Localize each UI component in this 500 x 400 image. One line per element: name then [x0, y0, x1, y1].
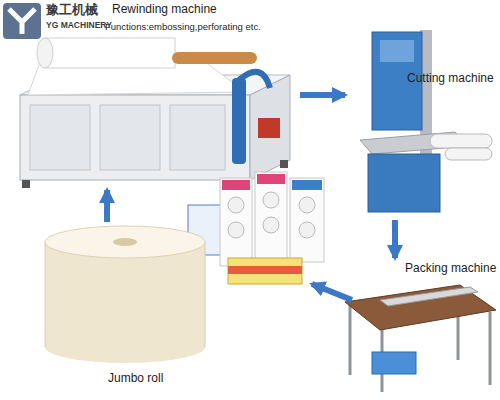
flow-arrow	[300, 92, 345, 98]
roll-end	[263, 192, 279, 208]
machine-panel	[100, 105, 160, 170]
machine-node: Cutting machine	[345, 20, 495, 220]
sealing-bar	[380, 287, 478, 306]
motor	[258, 118, 280, 138]
machine-panel	[170, 105, 225, 170]
foot-pedal-box	[372, 352, 416, 374]
pack-band	[292, 180, 322, 190]
logo-square	[3, 3, 41, 39]
machine-body	[20, 95, 250, 180]
roll-end	[228, 222, 244, 238]
machine-side	[250, 75, 290, 180]
table-top	[345, 285, 496, 330]
node-title: Packing machine	[405, 262, 500, 276]
machine-leg	[22, 180, 30, 188]
pack-band	[228, 266, 302, 274]
machine-leg	[280, 160, 288, 168]
roll-end	[228, 197, 244, 213]
logo-text: 豫工机械	[46, 3, 116, 17]
flow-arrow	[392, 220, 398, 258]
logo-text: YG MACHINERY	[46, 21, 116, 30]
brown-roller	[172, 52, 257, 64]
machine-node: Packing machine	[340, 258, 500, 398]
cutting-machine-illustration	[360, 30, 492, 212]
table-leg	[349, 305, 352, 375]
logo-mark	[9, 9, 35, 34]
pack-band	[257, 174, 285, 184]
paper-roll-end	[37, 38, 53, 68]
roll-edge	[205, 242, 206, 347]
machine-base	[368, 154, 440, 212]
roll-end	[263, 217, 279, 233]
saw-window	[380, 40, 414, 62]
flow-arrow	[312, 284, 352, 300]
product-pack	[255, 172, 287, 262]
flow-arrow	[104, 190, 110, 222]
product-pack	[220, 178, 252, 266]
roll-end	[299, 222, 315, 238]
roll-core	[113, 238, 137, 246]
node-title: Rewinding machine	[112, 3, 297, 17]
paper-roll	[45, 38, 175, 68]
paper-log	[445, 148, 492, 160]
paper-log	[430, 134, 492, 148]
roll-bottom	[45, 331, 205, 363]
product-pack	[290, 178, 324, 262]
blue-arm-curve	[239, 72, 270, 88]
table-leg	[489, 312, 492, 385]
logo	[3, 3, 41, 39]
pack-band	[222, 180, 250, 190]
machine-panel	[30, 105, 90, 170]
roll-edge	[45, 242, 46, 347]
rewinding-machine-illustration	[20, 38, 290, 188]
blue-arm	[232, 78, 246, 164]
node-title: Cutting machine	[407, 72, 497, 86]
node-title: Jumbo roll	[108, 372, 198, 386]
products-illustration	[188, 172, 324, 284]
node-note: Functions:embossing,perforating etc.	[105, 22, 300, 33]
roll-top	[45, 226, 205, 258]
machine-node: Jumbo roll	[20, 222, 220, 397]
roll-end	[299, 197, 315, 213]
packing-machine-illustration	[345, 285, 496, 392]
product-pack	[228, 258, 302, 284]
jumbo-roll-illustration	[45, 226, 205, 363]
machine-node: Rewinding machineFunctions:embossing,per…	[0, 0, 300, 190]
